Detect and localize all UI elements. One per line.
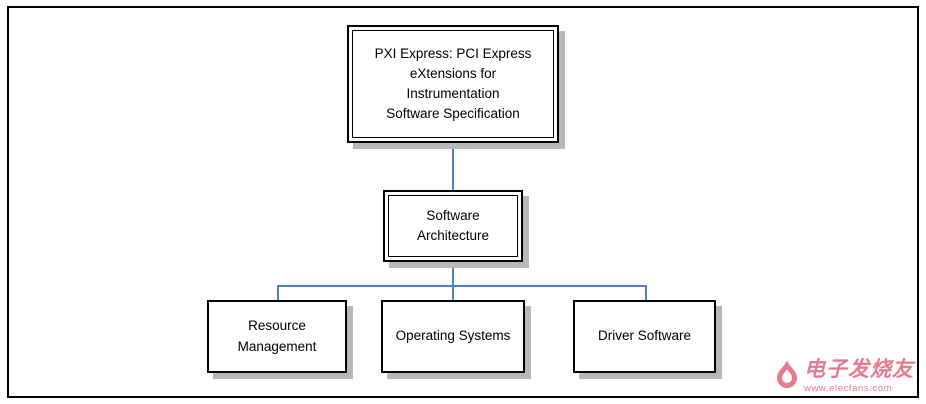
watermark-name: 电子发烧友 [804,358,914,382]
elecfans-flame-icon [775,359,799,394]
root-node-label: PXI Express: PCI Express eXtensions for … [352,30,554,138]
driver-software-label: Driver Software [597,328,692,344]
connector-to-resource-management [277,285,279,300]
watermark-text: 电子发烧友 www.elecfans.com [804,358,914,394]
outer-border [7,6,919,398]
resource-management-label: Resource Management [237,318,317,354]
connector-architecture-down [452,262,454,287]
operating-systems-label: Operating Systems [395,328,511,344]
connector-root-to-architecture [452,143,454,191]
connector-horizontal-bus [277,285,647,287]
watermark-url: www.elecfans.com [804,382,893,394]
root-node: PXI Express: PCI Express eXtensions for … [347,25,559,143]
watermark: 电子发烧友 www.elecfans.com [775,359,914,394]
connector-to-operating-systems [452,285,454,300]
connector-to-driver-software [645,285,647,300]
resource-management-node: Resource Management [207,300,347,373]
software-architecture-node: Software Architecture [383,190,523,262]
driver-software-node: Driver Software [573,300,716,373]
operating-systems-node: Operating Systems [381,300,525,373]
software-architecture-label: Software Architecture [388,195,518,257]
